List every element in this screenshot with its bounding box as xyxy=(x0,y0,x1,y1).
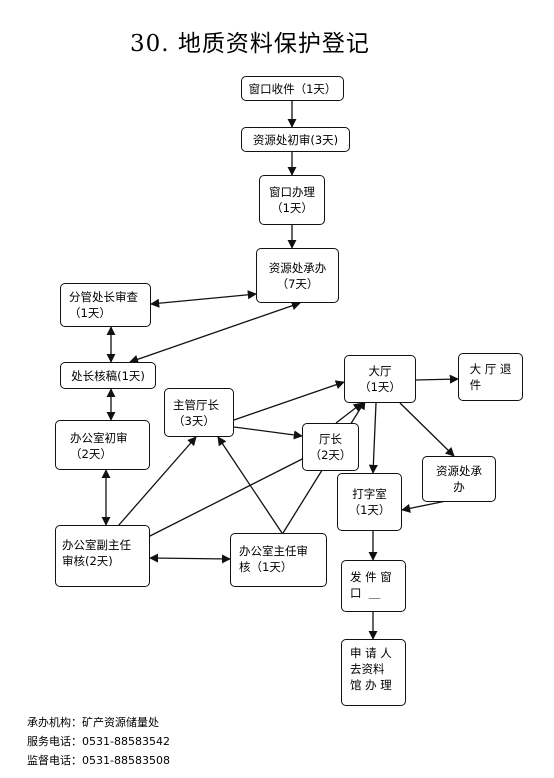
footer-supervise-phone: 监督电话：0531-88583508 xyxy=(27,754,170,767)
node-office-director-review: 办公室主任审 核（1天） xyxy=(230,533,327,587)
node-resource-initial-review: 资源处初审(3天) xyxy=(241,127,350,152)
node-deputy-director-review: 分管处长审查 （1天） xyxy=(60,283,151,327)
node-chief-deputy-head: 主管厅长 （3天） xyxy=(164,388,234,437)
footer-org: 承办机构：矿产资源储量处 xyxy=(27,716,159,729)
node-hall-return: 大 厅 退 件 xyxy=(458,353,523,401)
edge-n12-n13 xyxy=(415,374,459,384)
page-title: 30. 地质资料保护登记 xyxy=(130,31,370,57)
node-dispatch-window: 发 件 窗 口 ＿ xyxy=(341,560,406,612)
edge-n10-n11 xyxy=(233,426,303,440)
edge-n10-n12 xyxy=(233,380,345,421)
edge-n8-n11 xyxy=(147,449,321,538)
node-applicant-archive: 申 请 人 去资料 馆 办 理 ＿ xyxy=(341,639,406,706)
node-office-vice-director-review: 办公室副主任 审核(2天) xyxy=(55,525,150,587)
footer-service-phone: 服务电话：0531-88583542 xyxy=(27,735,170,748)
node-resource-undertake: 资源处承办 （7天） xyxy=(256,248,339,303)
node-director-check: 处长核稿(1天) xyxy=(60,362,156,389)
node-resource-undertake-2: 资源处承 办 xyxy=(422,456,496,502)
node-department-head: 厅长 （2天） xyxy=(302,423,359,471)
edge-n8-n9 xyxy=(149,553,231,564)
edge-n4-n5 xyxy=(150,290,257,308)
node-typing-room: 打字室 （1天） xyxy=(337,473,402,531)
node-window-process: 窗口办理 （1天） xyxy=(259,175,325,225)
node-office-initial-review: 办公室初审 （2天） xyxy=(55,420,150,470)
edge-n9-n10 xyxy=(217,436,283,534)
footer-contact: 承办机构：矿产资源储量处 服务电话：0531-88583542 监督电话：053… xyxy=(27,713,170,770)
edge-n12-n14 xyxy=(399,402,455,457)
edge-n4-n6 xyxy=(129,301,301,364)
edge-n8-n10 xyxy=(117,436,197,527)
edge-n12-n15 xyxy=(368,402,378,474)
node-window-receive: 窗口收件（1天） xyxy=(241,76,344,101)
node-hall: 大厅 （1天） xyxy=(344,355,416,403)
edge-n11-n12 xyxy=(335,402,363,424)
